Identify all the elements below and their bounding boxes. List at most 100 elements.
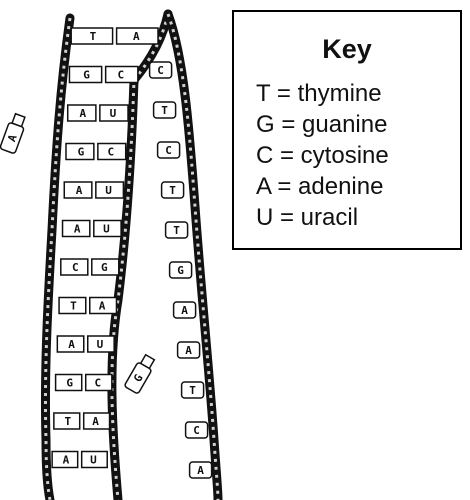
base-block-left xyxy=(54,373,83,392)
base-block-right xyxy=(91,258,120,276)
rna-base-block xyxy=(168,261,193,279)
base-letter: A xyxy=(185,344,192,357)
base-letter: T xyxy=(161,104,168,117)
base-block-right xyxy=(95,181,125,199)
key-title: Key xyxy=(322,34,372,64)
base-letter: U xyxy=(90,454,97,467)
base-block-left xyxy=(70,27,114,45)
free-nucleotide: A xyxy=(0,112,26,154)
base-block-right xyxy=(84,373,113,392)
rna-base: A xyxy=(176,341,201,359)
base-letter: A xyxy=(5,132,20,143)
rna-base: G xyxy=(168,261,193,279)
free-nucleotides: AG xyxy=(0,112,156,394)
base-block-left xyxy=(51,450,79,469)
rna-base-block xyxy=(180,381,205,399)
base-letter: A xyxy=(74,223,81,236)
base-letter: A xyxy=(79,107,86,120)
rna-base: C xyxy=(156,141,181,159)
base-block-left xyxy=(58,296,87,315)
key-entry-thymine: T = thymine xyxy=(256,80,382,107)
base-letter: A xyxy=(99,300,106,313)
base-block-right xyxy=(89,296,118,315)
key-entry-cytosine: C = cytosine xyxy=(256,142,389,169)
base-letter: U xyxy=(110,107,117,120)
base-block-right xyxy=(99,104,129,122)
base-block-right xyxy=(97,142,127,161)
rna-base: A xyxy=(172,301,197,319)
base-block-left xyxy=(63,181,93,199)
free-nucleotide-tail xyxy=(139,353,156,370)
base-block-left xyxy=(65,142,95,161)
backbone-texture xyxy=(43,17,72,500)
base-letter: T xyxy=(173,224,180,237)
base-block-left xyxy=(68,65,103,84)
base-letter: A xyxy=(92,415,99,428)
base-letter: U xyxy=(103,223,110,236)
key-legend: Key T = thymine G = guanine C = cytosine… xyxy=(232,10,462,250)
rna-base: C xyxy=(148,61,173,79)
base-block-left xyxy=(60,258,89,276)
rna-base-block xyxy=(164,221,189,239)
base-block-right xyxy=(80,450,108,469)
key-entry-uracil: U = uracil xyxy=(256,204,359,231)
key-entry-guanine: G = guanine xyxy=(256,111,388,138)
rna-base-block xyxy=(148,61,173,79)
rna-base: T xyxy=(164,221,189,239)
base-block-right xyxy=(86,335,115,353)
base-letter: T xyxy=(169,184,176,197)
base-letter: A xyxy=(197,464,204,477)
base-letter: A xyxy=(63,454,70,467)
base-letter: G xyxy=(177,264,184,277)
base-block-left xyxy=(56,335,85,353)
base-block-right xyxy=(93,219,122,238)
base-letter: A xyxy=(133,30,140,43)
base-letter: C xyxy=(94,377,101,390)
base-letter: G xyxy=(101,261,108,274)
base-letter: C xyxy=(107,146,114,159)
free-nucleotide-tail xyxy=(11,112,26,128)
free-nucleotide: G xyxy=(124,353,156,394)
base-letter: C xyxy=(157,64,164,77)
rna-base-block xyxy=(156,141,181,159)
base-letter: A xyxy=(181,304,188,317)
backbone-texture xyxy=(166,13,220,500)
rna-base-block xyxy=(184,421,209,439)
rna-base-block xyxy=(152,101,177,119)
base-letter: A xyxy=(68,338,75,351)
rna-base-block xyxy=(160,181,185,199)
base-letter: C xyxy=(193,424,200,437)
rna-base: T xyxy=(152,101,177,119)
base-letter: C xyxy=(117,69,124,82)
rna-strand-bases: C T C T T G A A T C A xyxy=(148,61,213,479)
base-letter: T xyxy=(64,415,71,428)
base-block-right xyxy=(82,412,111,430)
base-letter: G xyxy=(66,377,73,390)
key-entry-adenine: A = adenine xyxy=(256,173,384,200)
rna-base: C xyxy=(184,421,209,439)
base-letter: C xyxy=(165,144,172,157)
backbones xyxy=(40,9,223,500)
base-letter: U xyxy=(105,184,112,197)
rna-base: A xyxy=(188,461,213,479)
rna-base-block xyxy=(176,341,201,359)
base-block-left xyxy=(61,219,91,238)
base-block-left xyxy=(53,412,81,430)
base-letter: T xyxy=(189,384,196,397)
base-letter: A xyxy=(76,184,83,197)
